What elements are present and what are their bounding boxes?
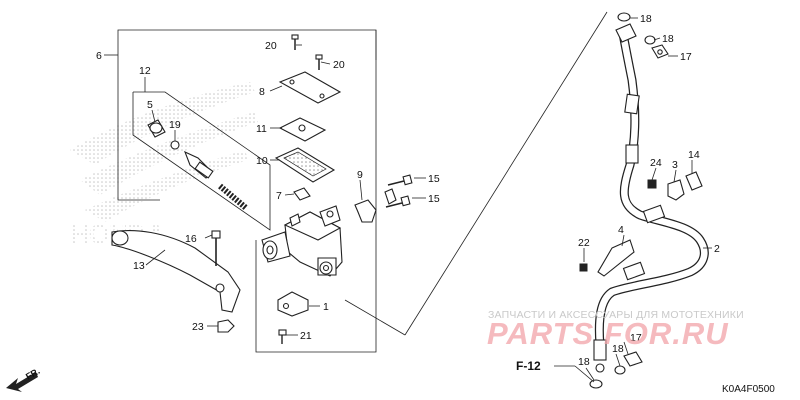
callout-7: 7	[276, 190, 282, 202]
bolt-15-upper	[387, 174, 413, 186]
assembly-box-12	[132, 91, 271, 231]
callout-16: 16	[185, 233, 197, 245]
connector-line-2	[404, 11, 608, 336]
callout-9: 9	[357, 169, 363, 181]
connector-line	[344, 299, 406, 336]
honda-wing-watermark: HONDA	[70, 82, 258, 249]
assembly-box-6	[117, 29, 377, 353]
nut-23	[217, 319, 235, 333]
callout-3: 3	[672, 159, 678, 171]
callout-11: 11	[256, 123, 267, 135]
leader-lines	[104, 17, 712, 383]
callout-13: 13	[133, 260, 145, 272]
front-arrow-icon	[6, 372, 38, 392]
callout-18-lower-right: 18	[612, 343, 624, 355]
master-cylinder-body	[261, 205, 343, 277]
callout-18-lower-left: 18	[578, 356, 590, 368]
callout-4: 4	[618, 224, 624, 236]
holder-9	[354, 188, 397, 223]
callout-15-upper: 15	[428, 173, 440, 185]
plate-11	[278, 117, 327, 142]
callout-8: 8	[259, 86, 265, 98]
screw-20-right	[315, 54, 323, 70]
washer-18-top	[617, 12, 631, 22]
bolt-22	[579, 263, 588, 272]
front-direction-indicator: FR.	[6, 366, 42, 392]
callout-24: 24	[650, 157, 662, 169]
callout-23: 23	[192, 321, 204, 333]
callout-10: 10	[256, 155, 268, 167]
piston-set-12	[147, 119, 248, 211]
callout-12: 12	[139, 65, 151, 77]
bolt-17-upper	[651, 44, 669, 59]
screw-21	[278, 329, 287, 344]
callout-18-top: 18	[640, 13, 652, 25]
callout-numbers: 6 12 5 19 20 20 8 11 10 7 9 15 15 16 13 …	[96, 13, 720, 368]
float-7	[293, 187, 311, 201]
callout-19: 19	[169, 119, 181, 131]
reference-label: F-12	[516, 359, 541, 373]
washer-18-upper	[644, 35, 656, 45]
callout-21: 21	[300, 330, 312, 342]
washer-18-lower-left	[589, 379, 603, 389]
callout-14: 14	[688, 149, 700, 161]
callout-22: 22	[578, 237, 590, 249]
callout-5: 5	[147, 99, 153, 111]
watermark-brand: PARTS FOR.RU	[487, 316, 729, 351]
bracket-4	[597, 239, 635, 277]
watermark-tagline: ЗАПЧАСТИ И АКСЕССУАРЫ ДЛЯ МОТОТЕХНИКИ	[488, 309, 744, 321]
pivot-bolt-16	[211, 230, 221, 266]
brake-hose-2	[593, 23, 709, 373]
bolt-15-lower	[385, 195, 411, 208]
brake-lever-13	[111, 230, 241, 313]
screw-20-left	[291, 34, 299, 50]
callout-15-lower: 15	[428, 193, 440, 205]
brake-switch-1	[277, 291, 309, 317]
reservoir-cap-8	[278, 71, 342, 104]
washer-18-lower-right	[614, 365, 626, 375]
bolt-17-lower	[623, 351, 643, 367]
diagram-code: K0A4F0500	[722, 384, 775, 395]
callout-6: 6	[96, 50, 102, 62]
callout-17-lower: 17	[630, 332, 642, 344]
diaphragm-10	[274, 147, 336, 183]
callout-17-upper: 17	[680, 51, 692, 63]
bolt-24	[647, 179, 657, 189]
callout-20-right: 20	[333, 59, 345, 71]
callout-2: 2	[714, 243, 720, 255]
callout-18-upper: 18	[662, 33, 674, 45]
clamp-14	[685, 171, 703, 191]
direction-label: FR.	[24, 366, 42, 382]
callout-1: 1	[323, 301, 329, 313]
clamp-3	[667, 179, 685, 201]
callout-20-left: 20	[265, 40, 277, 52]
